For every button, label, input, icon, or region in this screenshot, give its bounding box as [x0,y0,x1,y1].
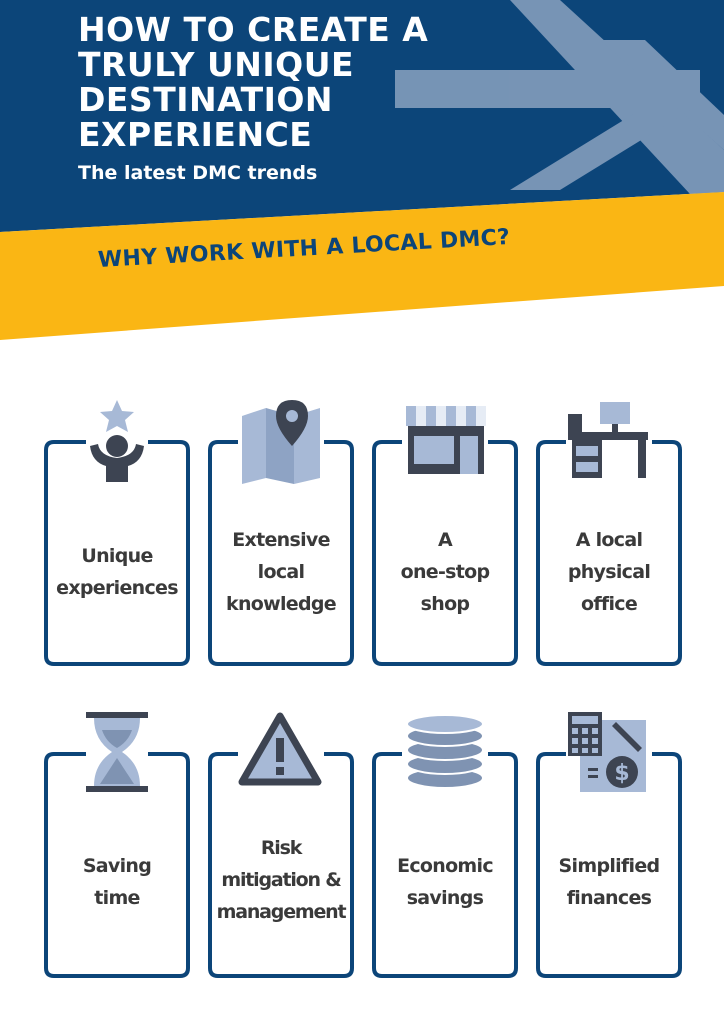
warning-icon [238,712,322,786]
hourglass-icon [86,712,148,792]
card-frame [44,440,190,666]
svg-text:$: $ [614,761,629,786]
title-line: TRULY UNIQUE [78,45,355,84]
card-frame [44,752,190,978]
title-line: EXPERIENCE [78,115,313,154]
shop-icon [406,406,486,474]
card-frame [372,752,518,978]
person-star-icon [90,400,144,482]
card-frame [208,752,354,978]
card-frame [372,440,518,666]
arrow-watermark-icon [395,0,724,194]
yellow-banner-band [0,192,724,340]
card-frame [536,752,682,978]
coins-icon [406,714,484,789]
card-frame [536,440,682,666]
map-pin-icon [242,400,320,484]
title-line: DESTINATION [78,80,334,119]
calculator-icon: $ [568,712,646,792]
page-subtitle: The latest DMC trends [78,162,318,184]
card-frame [208,440,354,666]
office-desk-icon [568,402,648,478]
header-background [0,0,724,340]
title-line: HOW TO CREATE A [78,10,429,49]
page-title: HOW TO CREATE A TRULY UNIQUE DESTINATION… [78,12,428,152]
